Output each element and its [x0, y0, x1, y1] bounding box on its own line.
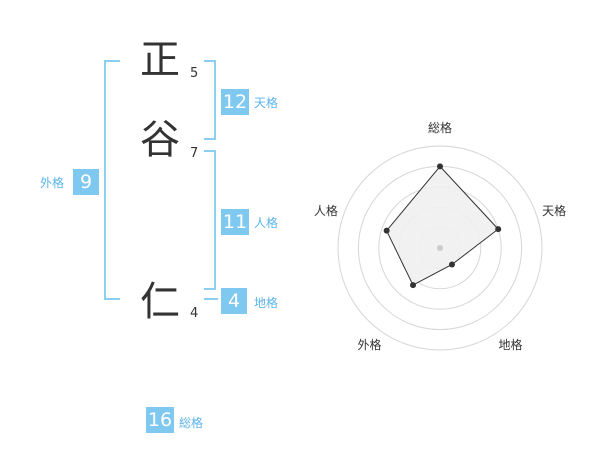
gaikaku-badge: 9: [73, 169, 99, 195]
name-char-1: 正: [140, 37, 180, 83]
chikaku-connector: [204, 298, 218, 300]
stroke-count-2: 7: [190, 146, 199, 161]
radar-axis-label: 人格: [314, 203, 338, 218]
tenkaku-label: 天格: [254, 96, 279, 110]
gaikaku-bracket: [104, 60, 120, 300]
name-char-2: 谷: [140, 117, 180, 163]
stroke-count-3: 4: [190, 306, 199, 321]
jinkaku-bracket: [204, 150, 216, 290]
tenkaku-badge: 12: [221, 89, 249, 115]
soukaku-label: 総格: [179, 416, 204, 430]
radar-polygon: [386, 165, 499, 286]
radar-axis-label: 天格: [542, 203, 566, 218]
radar-point: [410, 282, 417, 289]
tenkaku-bracket: [204, 60, 216, 140]
gaikaku-label: 外格: [40, 176, 65, 190]
radar-center: [437, 245, 443, 251]
chikaku-label: 地格: [254, 296, 279, 310]
radar-point: [437, 163, 443, 170]
name-char-3: 仁: [140, 279, 180, 325]
stroke-count-1: 5: [190, 66, 199, 81]
radar-point: [448, 261, 455, 268]
radar-point: [383, 227, 390, 234]
radar-point: [495, 226, 502, 233]
radar-axis-label: 外格: [357, 337, 381, 352]
radar-axis-label: 地格: [499, 337, 523, 352]
radar-axis-label: 総格: [428, 120, 452, 135]
jinkaku-badge: 11: [221, 209, 249, 235]
chikaku-badge: 4: [221, 288, 247, 314]
radar-ring: [337, 145, 543, 351]
jinkaku-label: 人格: [254, 216, 279, 230]
soukaku-badge: 16: [146, 407, 174, 433]
